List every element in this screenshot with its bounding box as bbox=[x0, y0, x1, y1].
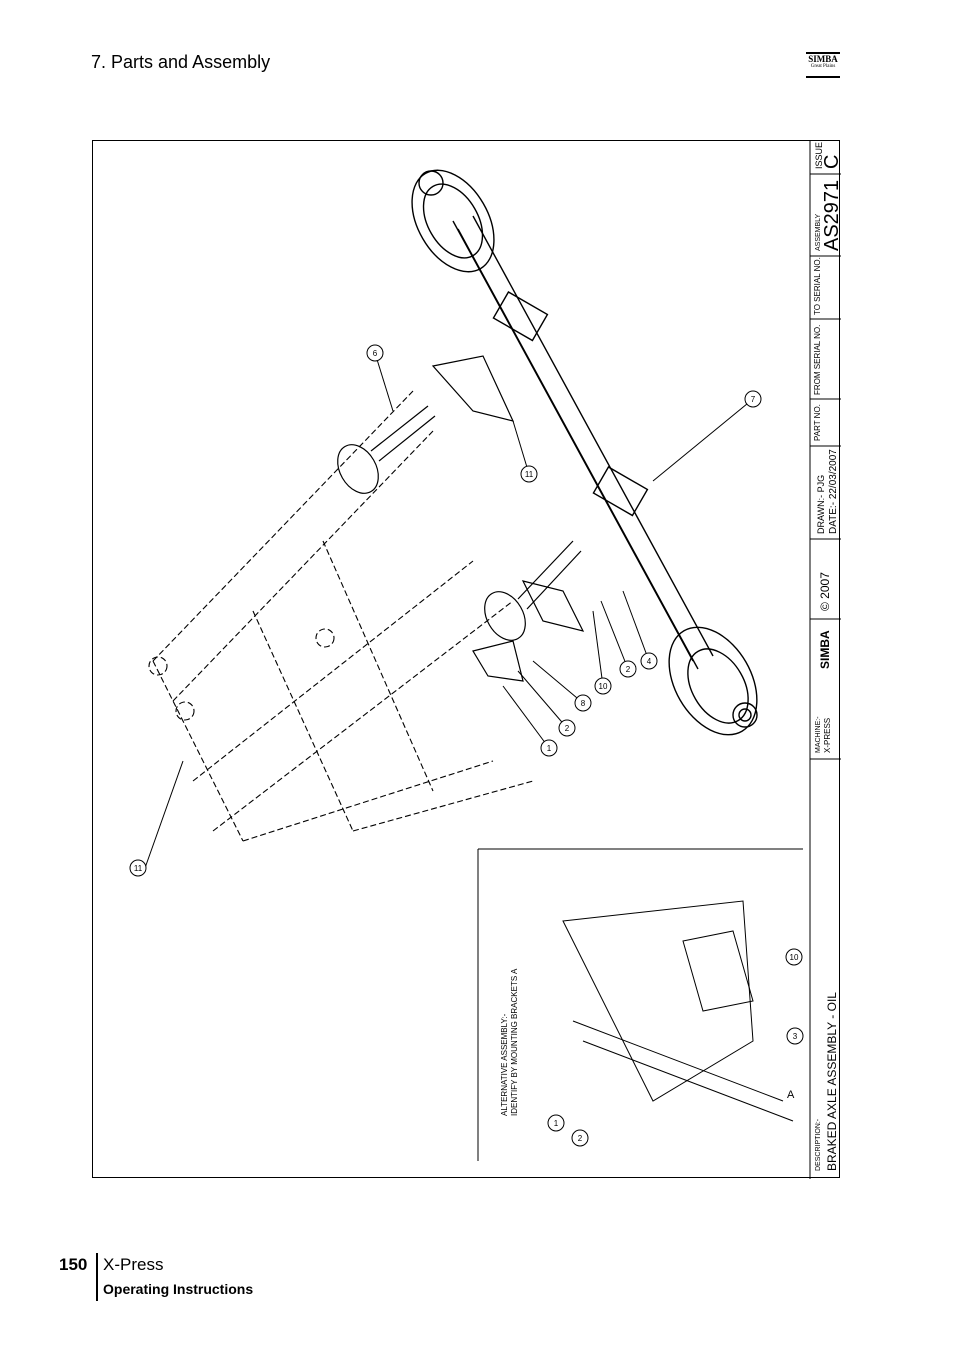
exploded-parts-drawing: ISSUE C ASSEMBLY AS2971 TO SERIAL NO. FR… bbox=[129, 141, 841, 1179]
svg-text:2: 2 bbox=[565, 724, 570, 733]
svg-text:TO SERIAL NO.: TO SERIAL NO. bbox=[813, 257, 822, 315]
svg-text:DESCRIPTION:-: DESCRIPTION:- bbox=[815, 1118, 822, 1171]
svg-text:DATE:- 22/03/2007: DATE:- 22/03/2007 bbox=[828, 449, 839, 534]
title-block-text: ISSUE C ASSEMBLY AS2971 TO SERIAL NO. FR… bbox=[813, 142, 841, 1171]
svg-text:DRAWN:- PJG: DRAWN:- PJG bbox=[816, 475, 826, 534]
simba-logo: SIMBA Great Plains bbox=[806, 52, 840, 78]
svg-text:SIMBA: SIMBA bbox=[818, 630, 832, 669]
svg-text:11: 11 bbox=[134, 864, 143, 873]
svg-text:10: 10 bbox=[790, 953, 799, 962]
svg-text:A: A bbox=[787, 1089, 795, 1101]
page-header-title: 7. Parts and Assembly bbox=[91, 52, 271, 72]
brake-chambers bbox=[337, 355, 585, 682]
svg-text:FROM SERIAL NO.: FROM SERIAL NO. bbox=[813, 325, 822, 395]
svg-text:© 2007: © 2007 bbox=[818, 572, 832, 611]
svg-text:7: 7 bbox=[751, 395, 756, 404]
svg-text:6: 6 bbox=[373, 349, 378, 358]
svg-text:ASSEMBLY: ASSEMBLY bbox=[815, 213, 822, 251]
svg-text:MACHINE:-: MACHINE:- bbox=[815, 716, 822, 753]
page-number: 150 bbox=[59, 1255, 88, 1274]
svg-text:ALTERNATIVE ASSEMBLY:-: ALTERNATIVE ASSEMBLY:- bbox=[500, 1013, 509, 1116]
svg-text:2: 2 bbox=[578, 1134, 583, 1143]
svg-text:IDENTIFY BY MOUNTING BRACKETS: IDENTIFY BY MOUNTING BRACKETS A bbox=[510, 968, 519, 1116]
svg-text:BRAKED AXLE ASSEMBLY - OIL: BRAKED AXLE ASSEMBLY - OIL bbox=[825, 992, 839, 1171]
svg-text:C: C bbox=[821, 155, 841, 169]
drawing-frame: ISSUE C ASSEMBLY AS2971 TO SERIAL NO. FR… bbox=[92, 140, 841, 1179]
title-block bbox=[809, 141, 841, 1179]
callouts bbox=[129, 344, 804, 1147]
footer-subtitle: Operating Instructions bbox=[103, 1281, 254, 1297]
svg-text:ISSUE: ISSUE bbox=[814, 142, 824, 169]
svg-text:2: 2 bbox=[626, 665, 631, 674]
svg-text:AS2971: AS2971 bbox=[821, 180, 841, 251]
svg-text:11: 11 bbox=[525, 470, 534, 479]
svg-text:1: 1 bbox=[554, 1119, 559, 1128]
svg-text:1: 1 bbox=[547, 744, 552, 753]
svg-text:10: 10 bbox=[599, 682, 608, 691]
svg-text:3: 3 bbox=[793, 1032, 798, 1041]
svg-text:8: 8 bbox=[581, 699, 586, 708]
footer-product: X-Press bbox=[103, 1255, 164, 1274]
svg-text:4: 4 bbox=[647, 657, 652, 666]
svg-text:PART NO.: PART NO. bbox=[813, 404, 822, 441]
svg-text:X-PRESS: X-PRESS bbox=[823, 718, 832, 753]
footer-divider bbox=[96, 1253, 98, 1301]
chassis-frame bbox=[148, 390, 534, 842]
axle bbox=[411, 169, 758, 736]
alternative-assembly-inset bbox=[477, 848, 803, 1161]
